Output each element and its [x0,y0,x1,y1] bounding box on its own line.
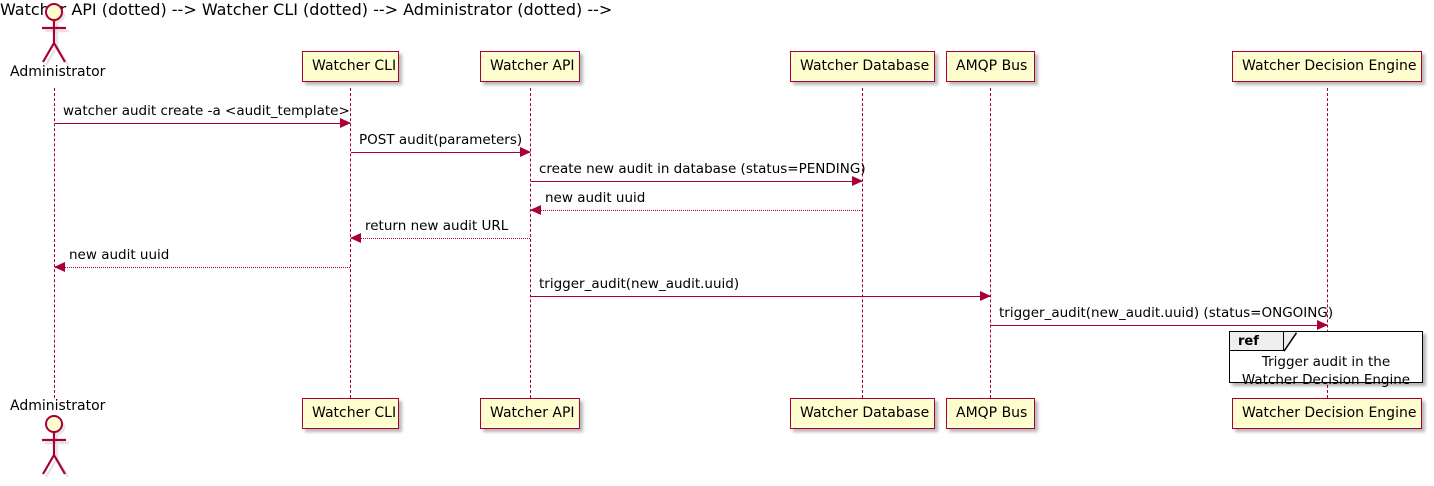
participant-label: Watcher CLI [312,58,397,74]
ref-fragment: ref Trigger audit in the Watcher Decisio… [1229,331,1423,388]
message-label: new audit uuid [545,190,646,206]
ref-tab-diagonal-icon [1283,332,1298,352]
arrow-head-right-icon [340,118,351,128]
actor-administrator-top: Administrator [10,2,105,80]
message-label: return new audit URL [365,218,509,234]
participant-label: Watcher API [490,405,575,421]
participant-watcher-database-top[interactable]: Watcher Database [790,51,935,82]
ref-fragment-tab: ref [1230,332,1284,351]
message-label: new audit uuid [69,247,170,263]
participant-label: AMQP Bus [956,58,1028,74]
message-line [351,238,530,239]
participant-watcher-decision-engine-top[interactable]: Watcher Decision Engine [1232,51,1422,82]
participant-label: AMQP Bus [956,405,1028,421]
arrow-head-right-icon [1317,320,1328,330]
ref-fragment-body: Trigger audit in the Watcher Decision En… [1230,353,1422,389]
participant-label: Watcher Decision Engine [1242,405,1417,421]
participant-amqp-bus-bottom[interactable]: AMQP Bus [946,398,1035,429]
participant-label: Watcher Decision Engine [1242,58,1417,74]
message-label: POST audit(parameters) [359,132,523,148]
arrow-head-right-icon [852,176,863,186]
message-label: trigger_audit(new_audit.uuid) (status=ON… [999,305,1334,321]
participant-label: Watcher Database [800,58,930,74]
arrow-head-left-icon [530,205,541,215]
participant-watcher-database-bottom[interactable]: Watcher Database [790,398,935,429]
participant-label: Watcher CLI [312,405,397,421]
participant-watcher-api-top[interactable]: Watcher API [480,51,580,82]
arrow-head-left-icon [350,233,361,243]
actor-figure-icon [42,415,70,478]
ref-fragment-line-1: Trigger audit in the [1261,354,1391,370]
participant-watcher-cli-bottom[interactable]: Watcher CLI [302,398,399,429]
message-line [55,267,350,268]
message-label: watcher audit create -a <audit_template> [63,103,350,119]
actor-administrator-bottom: Administrator [10,398,105,484]
message-label: trigger_audit(new_audit.uuid) [539,276,740,292]
ref-fragment-line-2: Watcher Decision Engine [1241,372,1411,388]
message-line [55,123,350,124]
lifeline-watcher-database [862,88,863,398]
participant-watcher-cli-top[interactable]: Watcher CLI [302,51,399,82]
participant-label: Watcher Database [800,405,930,421]
actor-label-administrator-top: Administrator [10,64,106,80]
message-line [531,210,862,211]
lifeline-watcher-cli [350,88,351,398]
arrow-head-right-icon [980,291,991,301]
lifeline-administrator [54,88,55,398]
message-label: create new audit in database (status=PEN… [539,161,866,177]
lifeline-watcher-decision-engine [1327,88,1328,398]
lifeline-watcher-api [530,88,531,398]
lifeline-amqp-bus [990,88,991,398]
actor-label-administrator-bottom: Administrator [10,398,106,414]
participant-label: Watcher API [490,58,575,74]
ref-fragment-tab-label: ref [1238,334,1259,349]
participant-amqp-bus-top[interactable]: AMQP Bus [946,51,1035,82]
arrow-head-right-icon [520,147,531,157]
arrow-head-left-icon [54,262,65,272]
message-line [351,152,530,153]
participant-watcher-decision-engine-bottom[interactable]: Watcher Decision Engine [1232,398,1422,429]
message-line [991,325,1327,326]
message-line [531,181,862,182]
message-line [531,296,990,297]
participant-watcher-api-bottom[interactable]: Watcher API [480,398,580,429]
actor-figure-icon [42,3,70,66]
